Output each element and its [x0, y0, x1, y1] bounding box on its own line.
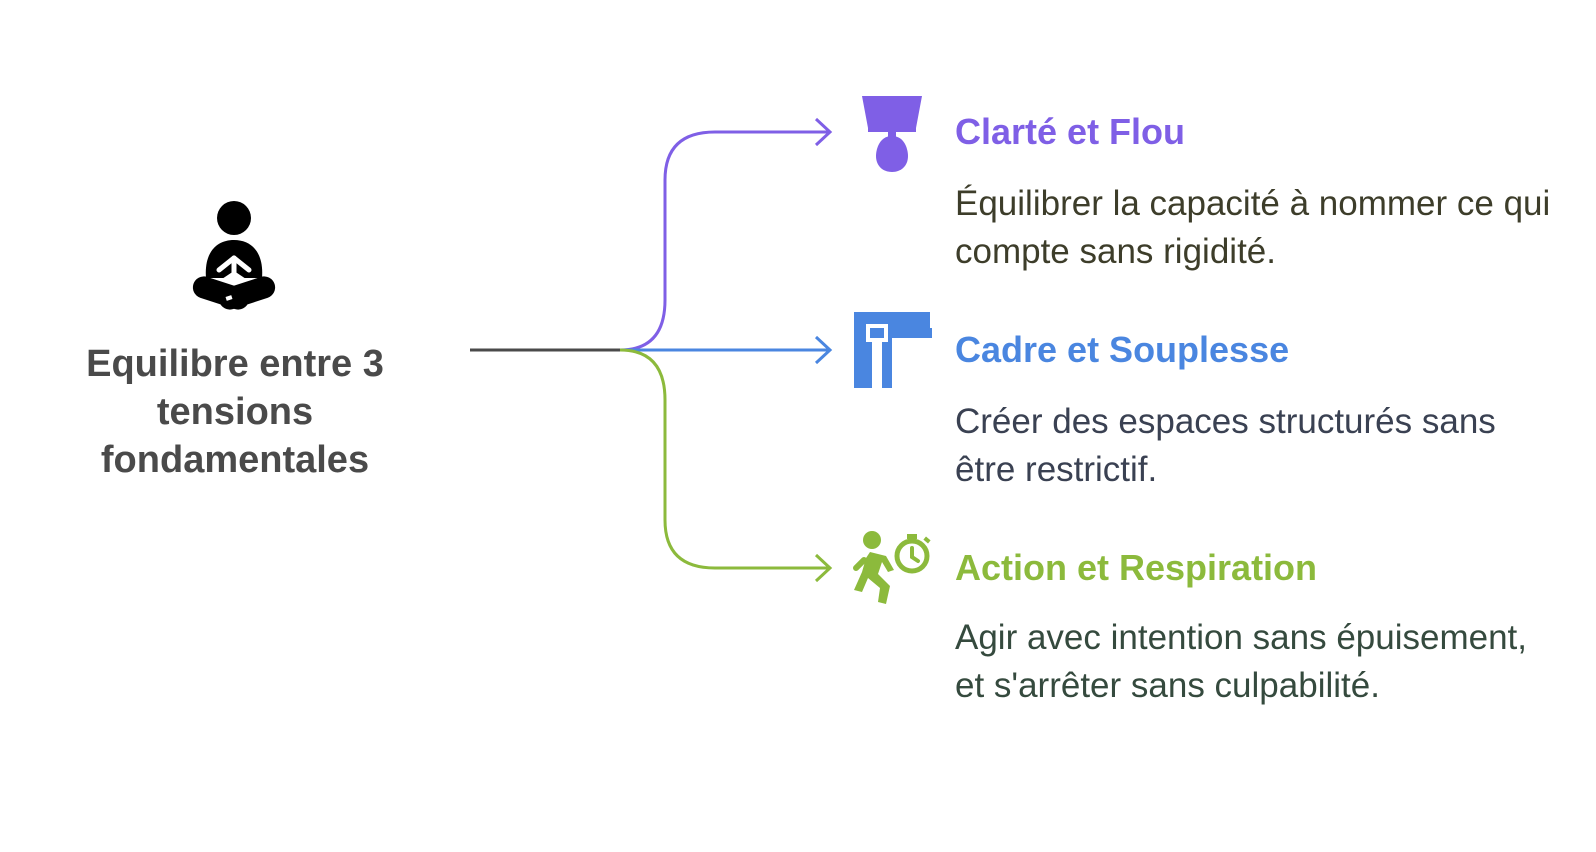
root-title: Equilibre entre 3 tensions fondamentales: [86, 343, 384, 481]
branch-2-description: Créer des espaces structurés sans être r…: [955, 402, 1496, 489]
frame-icon: [854, 312, 932, 390]
lamp-icon: [862, 96, 922, 172]
branch-1-arrowhead: [814, 117, 833, 147]
branch-3-connector: [619, 348, 830, 570]
branch-2-title: Cadre et Souplesse: [955, 329, 1290, 370]
running-stopwatch-icon: [853, 531, 931, 604]
branch-1-title: Clarté et Flou: [955, 111, 1186, 152]
branch-3-arrowhead: [814, 553, 833, 583]
meditation-person-icon: [192, 201, 276, 310]
branch-1-description: Équilibrer la capacité à nommer ce qui c…: [955, 184, 1551, 271]
branch-3-title: Action et Respiration: [955, 547, 1318, 588]
branch-2-arrowhead: [814, 335, 833, 365]
branch-1-connector: [619, 130, 830, 352]
branch-3-description: Agir avec intention sans épuisement, et …: [955, 618, 1527, 705]
